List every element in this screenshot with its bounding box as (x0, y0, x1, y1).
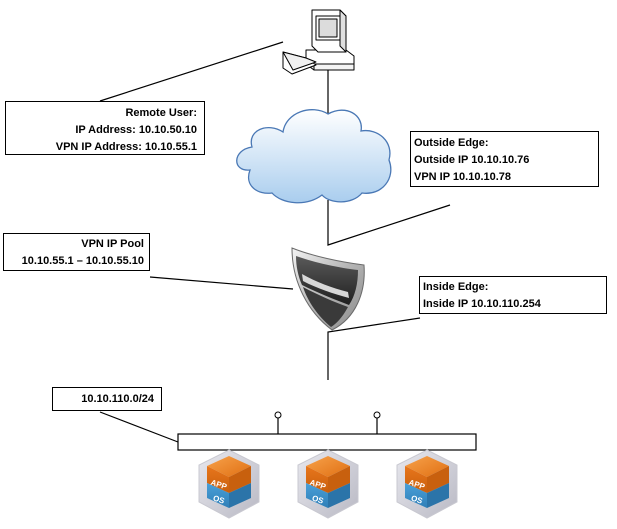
remote-user-callout: Remote User: IP Address: 10.10.50.10 VPN… (5, 101, 205, 155)
inside-edge-callout: Inside Edge: Inside IP 10.10.110.254 (419, 276, 607, 314)
network-segment-bar[interactable] (177, 433, 477, 451)
vm-os-label: OS (410, 494, 424, 506)
port-icon (274, 411, 282, 419)
subnet-callout: 10.10.110.0/24 (52, 387, 162, 411)
edge-firewall-shield-icon[interactable] (291, 247, 365, 331)
subnet-label: 10.10.110.0/24 (81, 393, 154, 405)
outside-edge-outside-ip: Outside IP 10.10.10.76 (414, 154, 530, 166)
line-inside-edge-callout (327, 317, 421, 380)
outside-edge-callout: Outside Edge: Outside IP 10.10.10.76 VPN… (410, 131, 599, 187)
remote-user-vpn-ip: VPN IP Address: 10.10.55.1 (55, 141, 197, 153)
inside-edge-title: Inside Edge: (423, 281, 489, 293)
vpn-pool-title: VPN IP Pool (81, 238, 144, 250)
internet-cloud-icon (236, 109, 392, 204)
computer-icon[interactable] (282, 9, 355, 75)
remote-user-ip: IP Address: 10.10.50.10 (75, 124, 197, 136)
port-icon (373, 411, 381, 419)
vpn-pool-callout: VPN IP Pool 10.10.55.1 – 10.10.55.10 (3, 233, 150, 271)
vpn-pool-range: 10.10.55.1 – 10.10.55.10 (21, 255, 144, 267)
line-vpn-pool-callout (149, 276, 294, 290)
connectors (99, 41, 451, 443)
vm-os-label: OS (212, 494, 226, 506)
line-subnet-callout (99, 411, 179, 443)
line-remote-user-callout (99, 41, 284, 102)
remote-user-title: Remote User: (125, 107, 197, 119)
inside-edge-inside-ip: Inside IP 10.10.110.254 (423, 298, 541, 310)
vm-os-label: OS (311, 494, 325, 506)
outside-edge-title: Outside Edge: (414, 137, 489, 149)
line-outside-edge-callout (327, 200, 451, 246)
outside-edge-vpn-ip: VPN IP 10.10.10.78 (414, 171, 512, 183)
